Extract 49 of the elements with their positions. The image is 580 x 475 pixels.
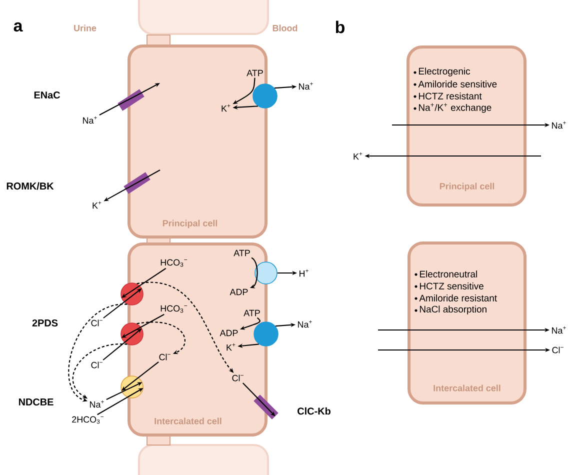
transporter-name: ENaC xyxy=(34,91,60,99)
bullet-item: Electrogenic xyxy=(414,68,470,76)
ion-label: K$^{+}$ xyxy=(226,343,236,351)
transporter-circle xyxy=(120,376,144,398)
ion-label: H$^{+}$ xyxy=(300,269,308,277)
ion-label: ATP xyxy=(246,70,263,76)
bullet-item: Electroneutral xyxy=(414,270,477,278)
bullet-item: Na$^{+}$/K$^{+}$ exchange xyxy=(414,103,492,113)
ion-label: Cl$^{−}$ xyxy=(91,362,102,368)
panel-letter: a xyxy=(14,22,23,32)
ion-label: Cl$^{−}$ xyxy=(159,354,170,360)
compartment-label: Urine xyxy=(74,24,96,32)
ion-label: Na$^{+}$ xyxy=(298,320,312,328)
bullet-item: NaCl absorption xyxy=(414,306,486,314)
channel-bar xyxy=(118,89,144,111)
ion-label: ADP xyxy=(220,330,238,336)
transporter-name: ClC-Kb xyxy=(298,407,330,415)
ion-label: Cl$^{−}$ xyxy=(91,320,102,326)
bullet-item: HCTZ sensitive xyxy=(414,282,484,290)
ion-label: Na$^{+}$ xyxy=(90,400,104,408)
transporter-circle xyxy=(252,84,278,108)
dashed-arrow xyxy=(68,304,128,402)
ion-label: Na$^{+}$ xyxy=(552,326,566,334)
transporter-name: 2PDS xyxy=(32,319,58,327)
ion-label: Cl$^{−}$ xyxy=(552,346,564,354)
ion-label: ATP xyxy=(234,250,250,256)
ion-label: ADP xyxy=(230,288,248,296)
panel-letter: b xyxy=(336,20,344,34)
ion-label: ATP xyxy=(244,310,260,316)
ion-label: K$^{+}$ xyxy=(354,152,362,160)
channel-bar xyxy=(254,394,278,420)
channel-bar xyxy=(124,172,150,194)
dashed-arrow xyxy=(136,322,186,354)
ion-label: Na$^{+}$ xyxy=(552,121,566,129)
bullet-item: HCTZ resistant xyxy=(414,92,482,100)
ion-label: K$^{+}$ xyxy=(92,201,102,209)
ion-label: Cl$^{−}$ xyxy=(232,374,244,382)
ion-label: Na$^{+}$ xyxy=(83,116,97,124)
transporter-circle xyxy=(120,282,144,306)
compartment-label: Blood xyxy=(272,24,298,32)
ion-label: K$^{+}$ xyxy=(222,104,230,112)
transporter-circle xyxy=(254,322,278,346)
transporter-circle xyxy=(120,322,144,346)
transporter-circle xyxy=(254,262,278,284)
transporter-name: NDCBE xyxy=(18,398,54,406)
ion-label: Na$^{+}$ xyxy=(299,82,313,90)
bullet-item: Amiloride resistant xyxy=(414,294,497,302)
bullet-item: Amiloride sensitive xyxy=(414,80,497,88)
transporter-name: ROMK/BK xyxy=(6,182,54,190)
